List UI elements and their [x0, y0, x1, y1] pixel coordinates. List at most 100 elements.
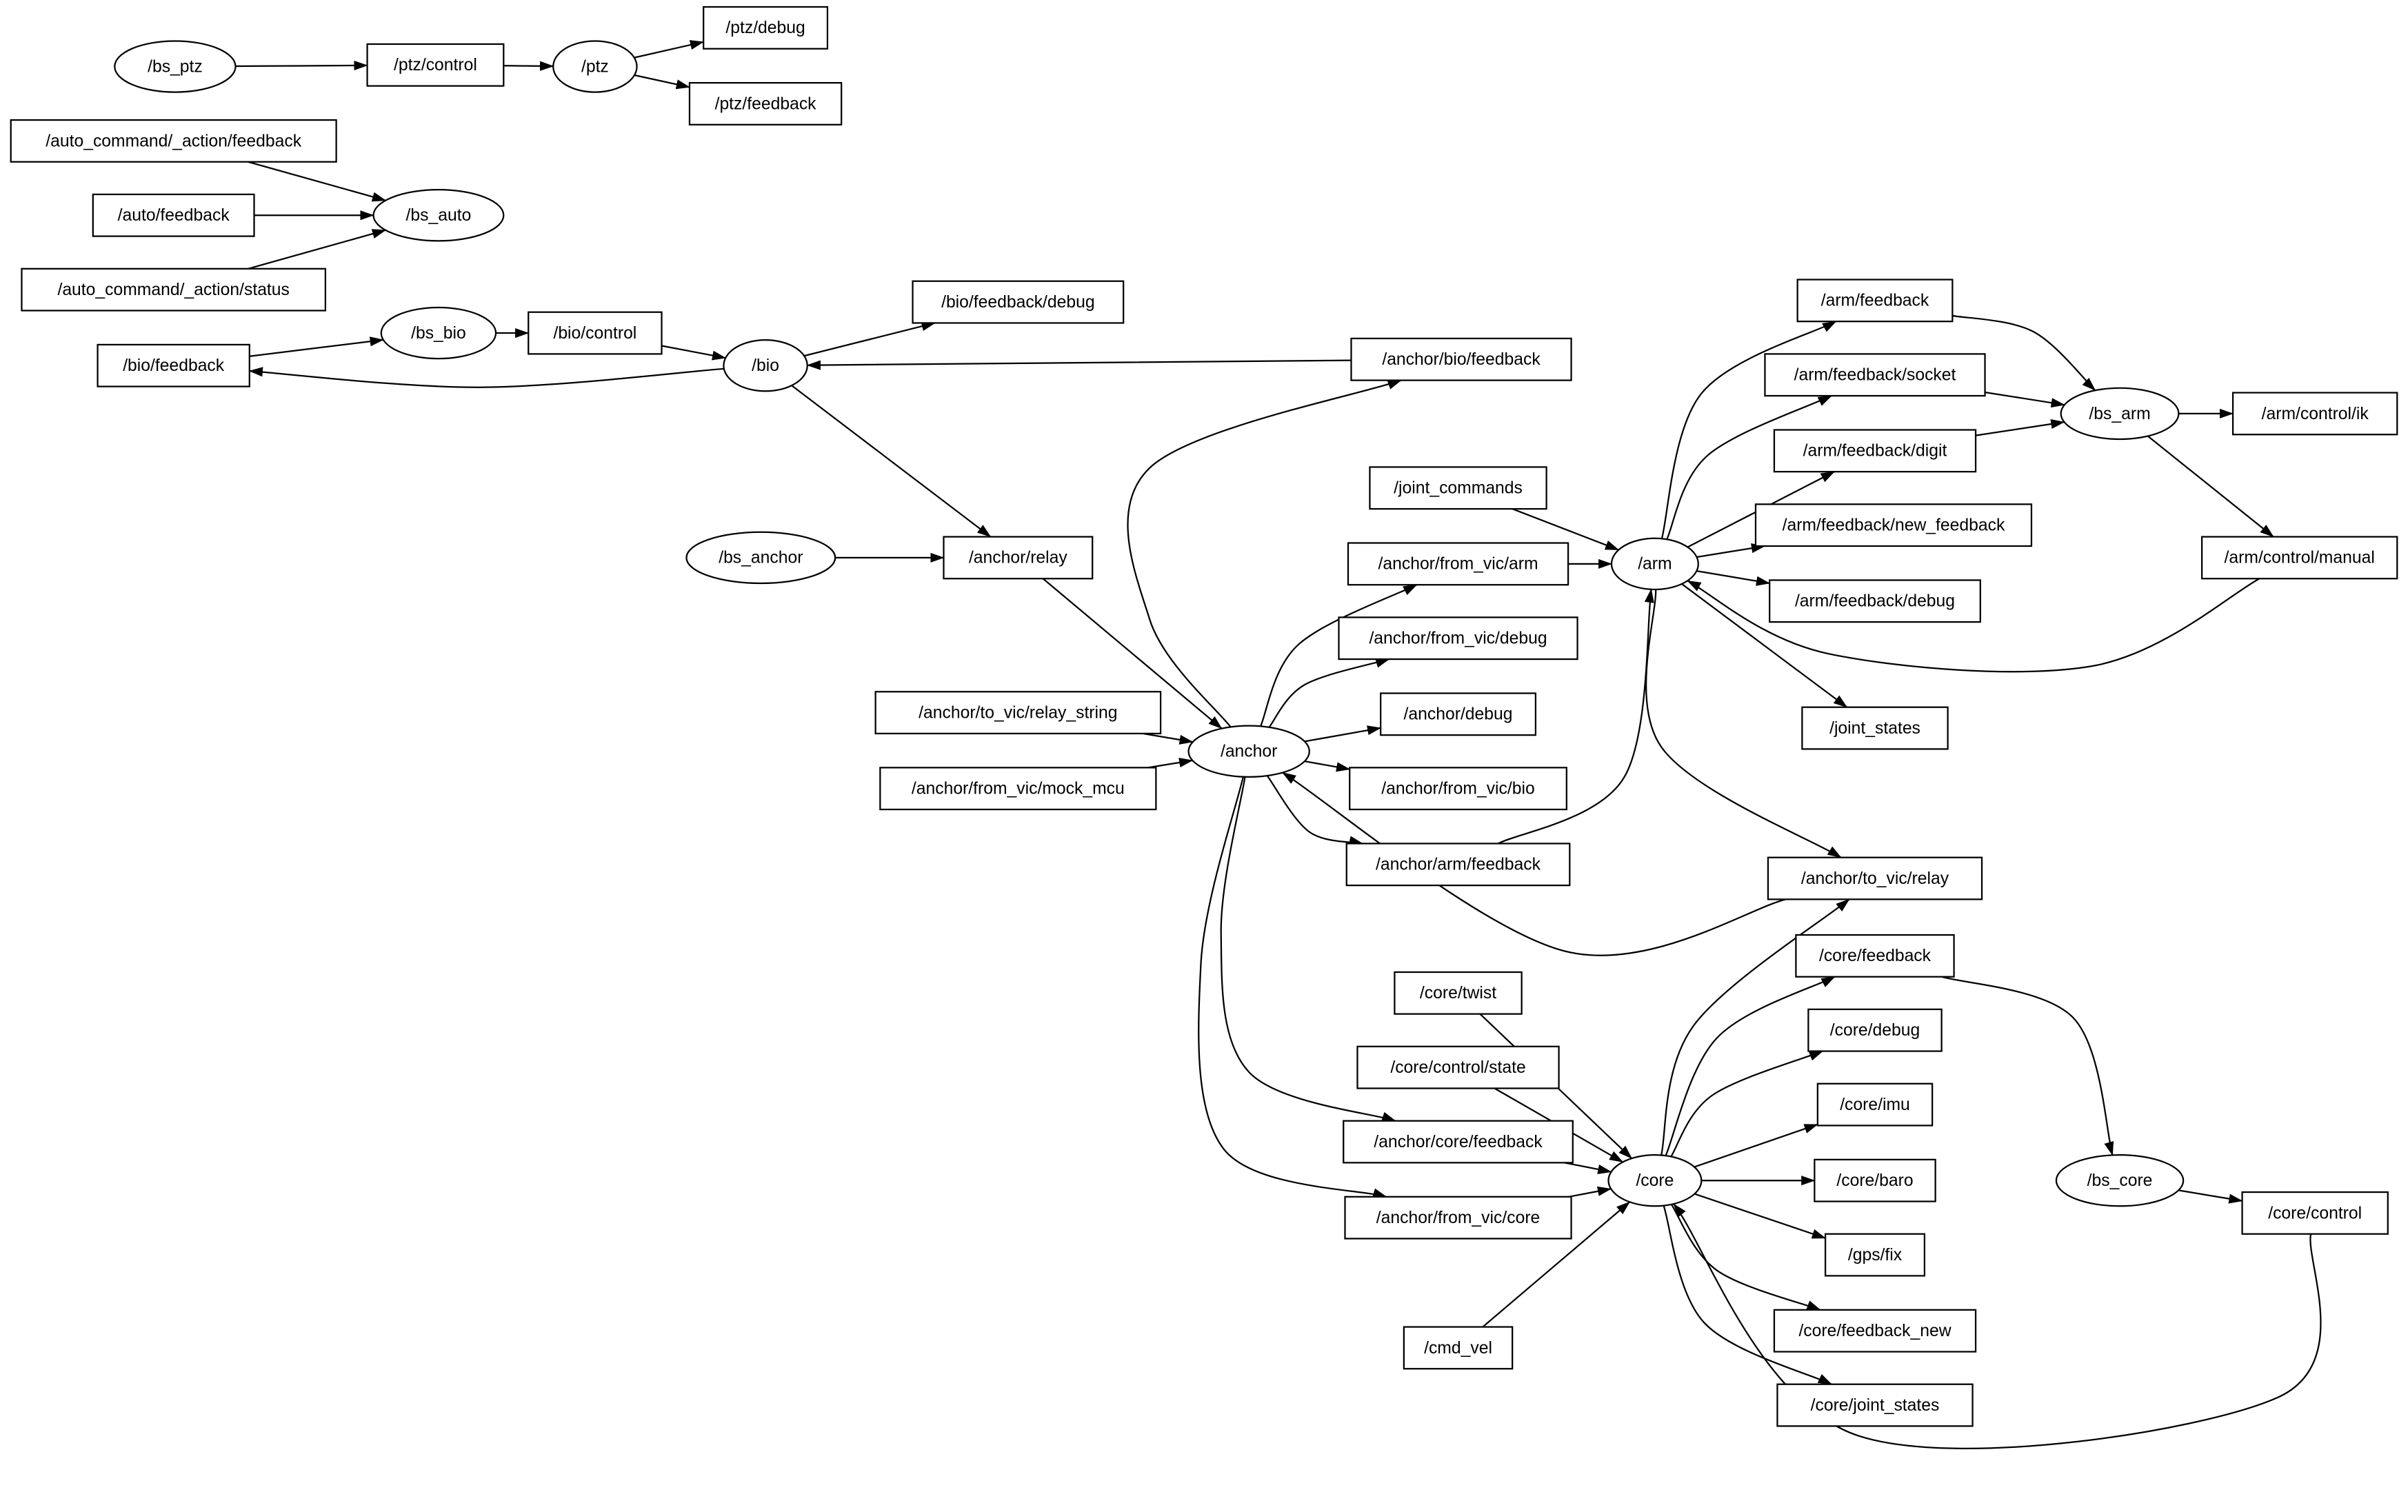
ros-topic-anchor_bio_feedback: /anchor/bio/feedback: [1350, 337, 1572, 381]
core_debug-shape: [1807, 1008, 1943, 1052]
bs_core-shape: [2055, 1154, 2185, 1207]
anchor_core_feedback-label: /anchor/core/feedback: [1374, 1133, 1543, 1151]
anchor_from_vic_debug-label: /anchor/from_vic/debug: [1369, 629, 1547, 648]
edge-anchor-to-anchor_from_vic_debug: [1268, 658, 1390, 728]
edge-anchor-to-anchor_arm_feedback: [1266, 775, 1363, 846]
ptz_feedback-label: /ptz/feedback: [715, 94, 817, 113]
bs_anchor-shape: [685, 531, 836, 585]
ros-topic-arm_feedback_digit: /arm/feedback/digit: [1773, 429, 1977, 473]
arm_control_manual-label: /arm/control/manual: [2225, 549, 2375, 567]
cmd_vel-label: /cmd_vel: [1424, 1339, 1492, 1358]
edge-bio-to-bio_feedback_debug: [803, 321, 936, 357]
auto_cmd_action_status-label: /auto_command/_action/status: [57, 281, 289, 299]
edge-arm-to-arm_feedback: [1660, 321, 1837, 539]
ros-topic-cmd_vel: /cmd_vel: [1403, 1326, 1514, 1370]
edge-bio-to-bio_feedback: [248, 367, 724, 388]
core_feedback-label: /core/feedback: [1819, 947, 1932, 965]
edge-bio_feedback-to-bs_bio: [249, 336, 384, 357]
ptz_control-label: /ptz/control: [394, 56, 477, 74]
arm_control_ik-shape: [2231, 392, 2398, 436]
edge-arm_feedback_digit-to-bs_arm: [1975, 419, 2065, 436]
ros-topic-anchor_debug: /anchor/debug: [1380, 692, 1537, 736]
ros-node-bs_bio: /bs_bio: [380, 306, 497, 360]
joint_commands-label: /joint_commands: [1394, 479, 1523, 498]
ptz-label: /ptz: [581, 57, 609, 76]
edge-arm_control_manual-to-arm: [1687, 578, 2260, 673]
ros-topic-joint_commands: /joint_commands: [1369, 466, 1547, 510]
ros-topic-anchor_from_vic_bio: /anchor/from_vic/bio: [1349, 767, 1567, 811]
ros-topic-auto_feedback: /auto/feedback: [92, 193, 255, 237]
bs_bio-label: /bs_bio: [411, 324, 466, 343]
edge-core-to-gps_fix: [1694, 1193, 1827, 1239]
ros-topic-anchor_relay: /anchor/relay: [943, 536, 1094, 580]
ros-topic-arm_control_manual: /arm/control/manual: [2201, 536, 2398, 580]
arm_feedback_digit-label: /arm/feedback/digit: [1803, 442, 1947, 461]
arm_feedback_new_feedback-label: /arm/feedback/new_feedback: [1783, 516, 2005, 535]
core_control_state-label: /core/control/state: [1390, 1058, 1525, 1077]
edge-anchor_to_vic_relay-to-anchor: [1282, 772, 1787, 956]
anchor-label: /anchor: [1221, 743, 1277, 761]
core_joint_states-label: /core/joint_states: [1811, 1396, 1940, 1415]
ros-topic-core_joint_states: /core/joint_states: [1776, 1383, 1974, 1427]
edge-core_feedback-to-bs_core: [1941, 976, 2114, 1156]
arm_feedback_socket-shape: [1764, 353, 1986, 397]
bio_feedback_debug-label: /bio/feedback/debug: [941, 293, 1095, 312]
edge-anchor_bio_feedback-to-bio: [806, 359, 1352, 370]
edge-bio-to-anchor_relay: [791, 385, 992, 538]
edge-bio_control-to-bio: [661, 345, 727, 361]
anchor_to_vic_relay-shape: [1767, 856, 1983, 900]
edge-anchor-to-anchor_bio_feedback: [1127, 379, 1402, 728]
edge-anchor_arm_feedback-to-arm: [1497, 588, 1654, 845]
edge-arm_feedback_socket-to-bs_arm: [1985, 391, 2065, 408]
anchor_from_vic_arm-label: /anchor/from_vic/arm: [1378, 555, 1538, 574]
ros-node-bs_auto: /bs_auto: [372, 189, 505, 242]
ros-topic-arm_feedback_new_feedback: /arm/feedback/new_feedback: [1754, 503, 2033, 547]
ros-topic-anchor_core_feedback: /anchor/core/feedback: [1343, 1120, 1574, 1164]
ros-topic-joint_states: /joint_states: [1801, 706, 1949, 750]
ros-node-bs_arm: /bs_arm: [2060, 387, 2180, 441]
anchor_relay-shape: [943, 536, 1094, 580]
core_control_state-shape: [1356, 1045, 1560, 1089]
edge-joint_commands-to-arm: [1512, 508, 1620, 551]
core_feedback_new-shape: [1773, 1309, 1977, 1353]
anchor_relay-label: /anchor/relay: [969, 549, 1067, 567]
ros-topic-core_twist: /core/twist: [1394, 971, 1523, 1015]
bio_control-shape: [528, 311, 663, 355]
ros-topic-anchor_to_vic_relay_string: /anchor/to_vic/relay_string: [874, 691, 1162, 735]
arm_feedback_debug-shape: [1769, 579, 1981, 623]
arm_control_manual-shape: [2201, 536, 2398, 580]
anchor_debug-shape: [1380, 692, 1537, 736]
ros-topic-anchor_from_vic_debug: /anchor/from_vic/debug: [1338, 616, 1578, 661]
anchor_bio_feedback-shape: [1350, 337, 1572, 381]
anchor_to_vic_relay_string-label: /anchor/to_vic/relay_string: [919, 703, 1117, 722]
core_twist-label: /core/twist: [1420, 984, 1496, 1002]
edge-core_control-to-core: [1673, 1203, 2322, 1450]
edge-arm-to-arm_feedback_debug: [1696, 569, 1771, 586]
arm-shape: [1610, 537, 1699, 591]
ros-topic-bio_feedback_debug: /bio/feedback/debug: [912, 280, 1125, 324]
edge-bs_arm-to-arm_control_manual: [2147, 435, 2274, 538]
arm_control_ik-label: /arm/control/ik: [2262, 405, 2369, 423]
gps_fix-shape: [1824, 1233, 1926, 1277]
ros-topic-core_control_state: /core/control/state: [1356, 1045, 1560, 1089]
ros-node-ptz: /ptz: [552, 40, 638, 93]
edge-anchor_core_feedback-to-core: [1564, 1162, 1612, 1174]
bs_ptz-label: /bs_ptz: [148, 57, 203, 76]
edge-anchor-to-anchor_from_vic_bio: [1304, 760, 1351, 772]
edge-core-to-core_debug: [1670, 1050, 1824, 1158]
edge-arm-to-arm_feedback_socket: [1666, 395, 1832, 540]
anchor_to_vic_relay-label: /anchor/to_vic/relay: [1801, 869, 1949, 888]
core_feedback_new-label: /core/feedback_new: [1798, 1322, 1951, 1340]
ros-node-anchor: /anchor: [1187, 725, 1310, 778]
edge-anchor-to-anchor_from_vic_arm: [1260, 584, 1418, 727]
core_imu-shape: [1816, 1082, 1934, 1127]
auto_feedback-shape: [92, 193, 255, 237]
ros-topic-bio_feedback: /bio/feedback: [97, 343, 250, 387]
anchor_arm_feedback-label: /anchor/arm/feedback: [1376, 856, 1541, 874]
ptz_debug-shape: [703, 6, 829, 50]
ros-topic-anchor_from_vic_arm: /anchor/from_vic/arm: [1347, 542, 1569, 586]
anchor-shape: [1187, 725, 1310, 778]
bs_anchor-label: /bs_anchor: [719, 549, 803, 567]
anchor_to_vic_relay_string-shape: [874, 691, 1162, 735]
